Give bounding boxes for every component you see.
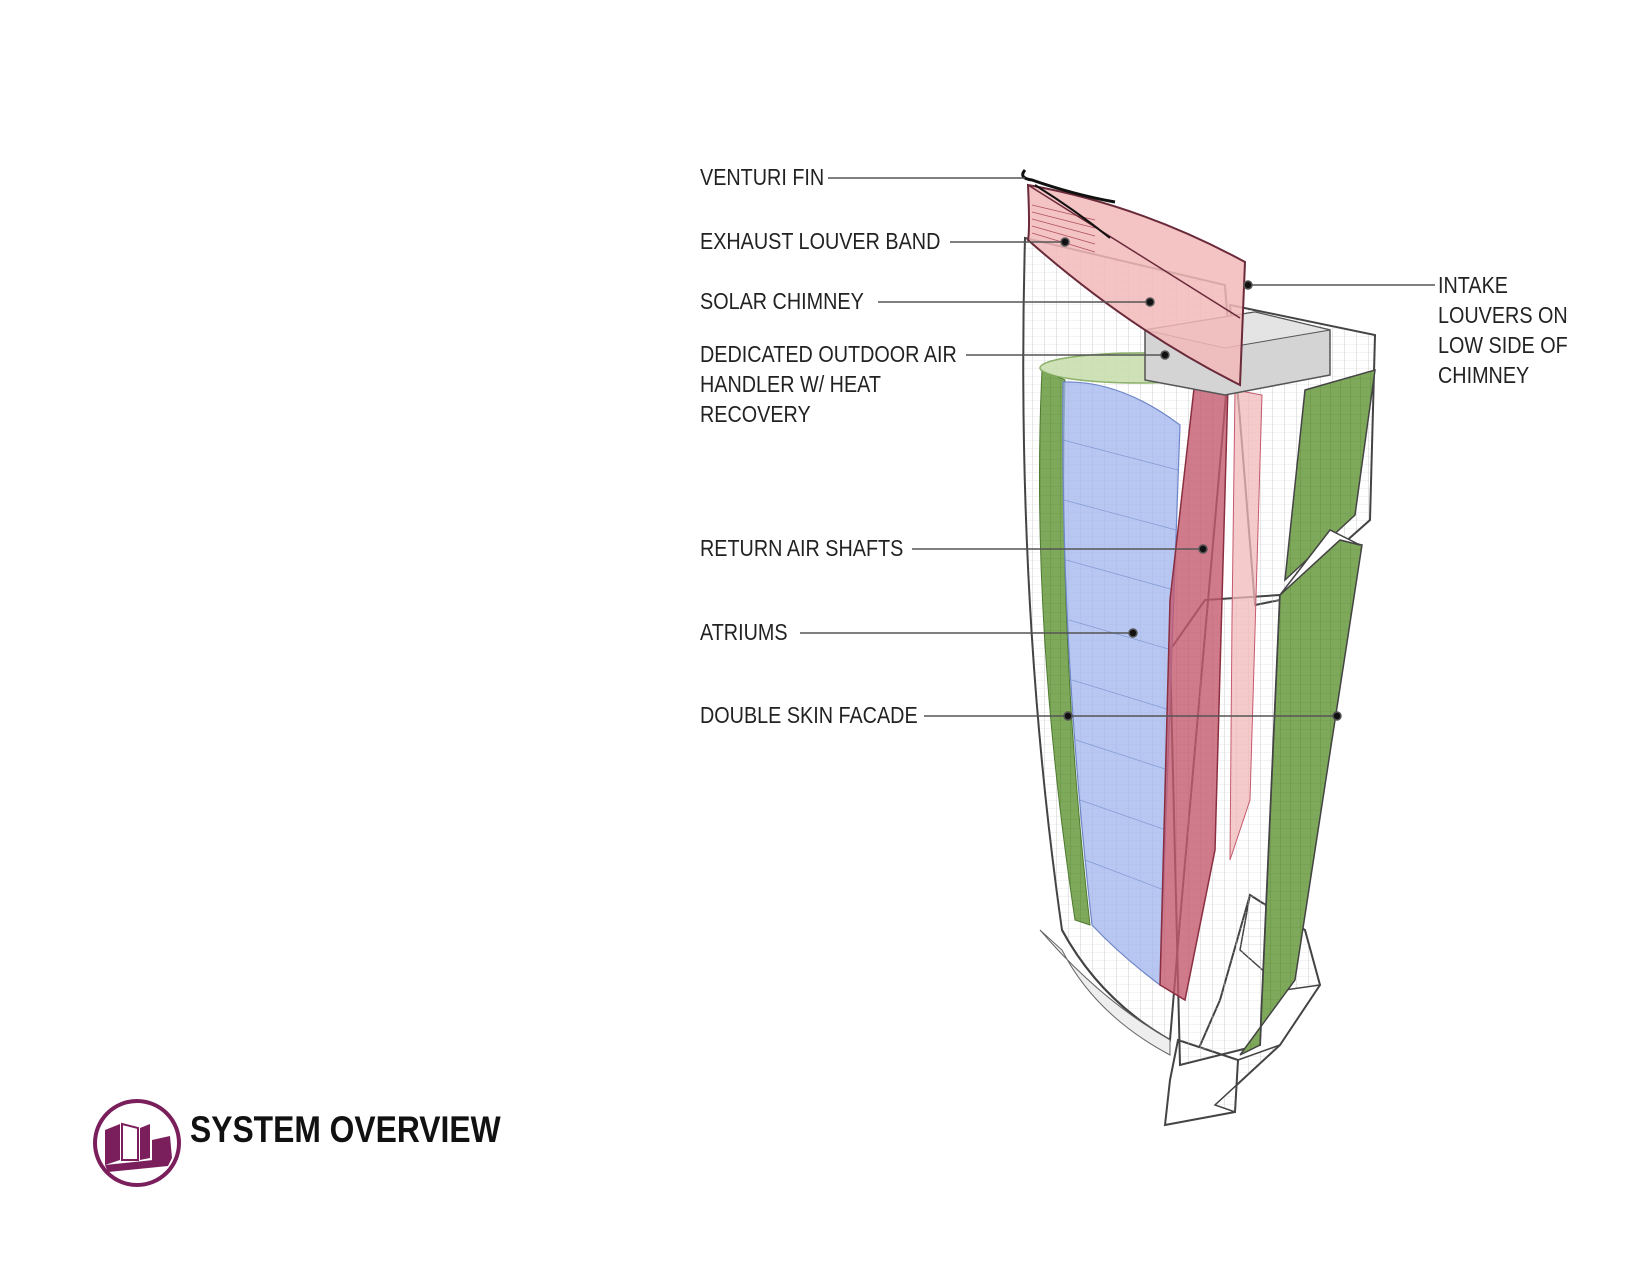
label-line: DEDICATED OUTDOOR AIR — [700, 341, 957, 367]
label-return-air-shafts: RETURN AIR SHAFTS — [700, 535, 904, 561]
leader-lines — [800, 177, 1435, 721]
label-intake-louvers: INTAKE LOUVERS ON LOW SIDE OF CHIMNEY — [1438, 270, 1568, 390]
label-line: INTAKE — [1438, 272, 1508, 298]
label-line: LOUVERS ON — [1438, 302, 1568, 328]
atrium-volume — [1062, 381, 1181, 987]
label-dedicated-outdoor-air-handler: DEDICATED OUTDOOR AIR HANDLER W/ HEAT RE… — [700, 339, 957, 429]
label-exhaust-louver-band: EXHAUST LOUVER BAND — [700, 228, 941, 254]
page-title: SYSTEM OVERVIEW — [190, 1109, 501, 1150]
label-atriums: ATRIUMS — [700, 619, 788, 645]
venturi-fin — [1021, 169, 1116, 204]
building-blocks-logo-icon — [93, 1099, 181, 1187]
label-line: CHIMNEY — [1438, 362, 1530, 388]
venturi-fin-lower — [1034, 184, 1111, 239]
label-solar-chimney: SOLAR CHIMNEY — [700, 288, 864, 314]
label-line: LOW SIDE OF — [1438, 332, 1568, 358]
solar-chimney — [1026, 183, 1247, 387]
return-air-shaft-2 — [1229, 389, 1263, 861]
label-line: HANDLER W/ HEAT — [700, 371, 881, 397]
label-double-skin-facade: DOUBLE SKIN FACADE — [700, 702, 918, 728]
label-venturi-fin: VENTURI FIN — [700, 164, 825, 190]
label-line: RECOVERY — [700, 401, 811, 427]
